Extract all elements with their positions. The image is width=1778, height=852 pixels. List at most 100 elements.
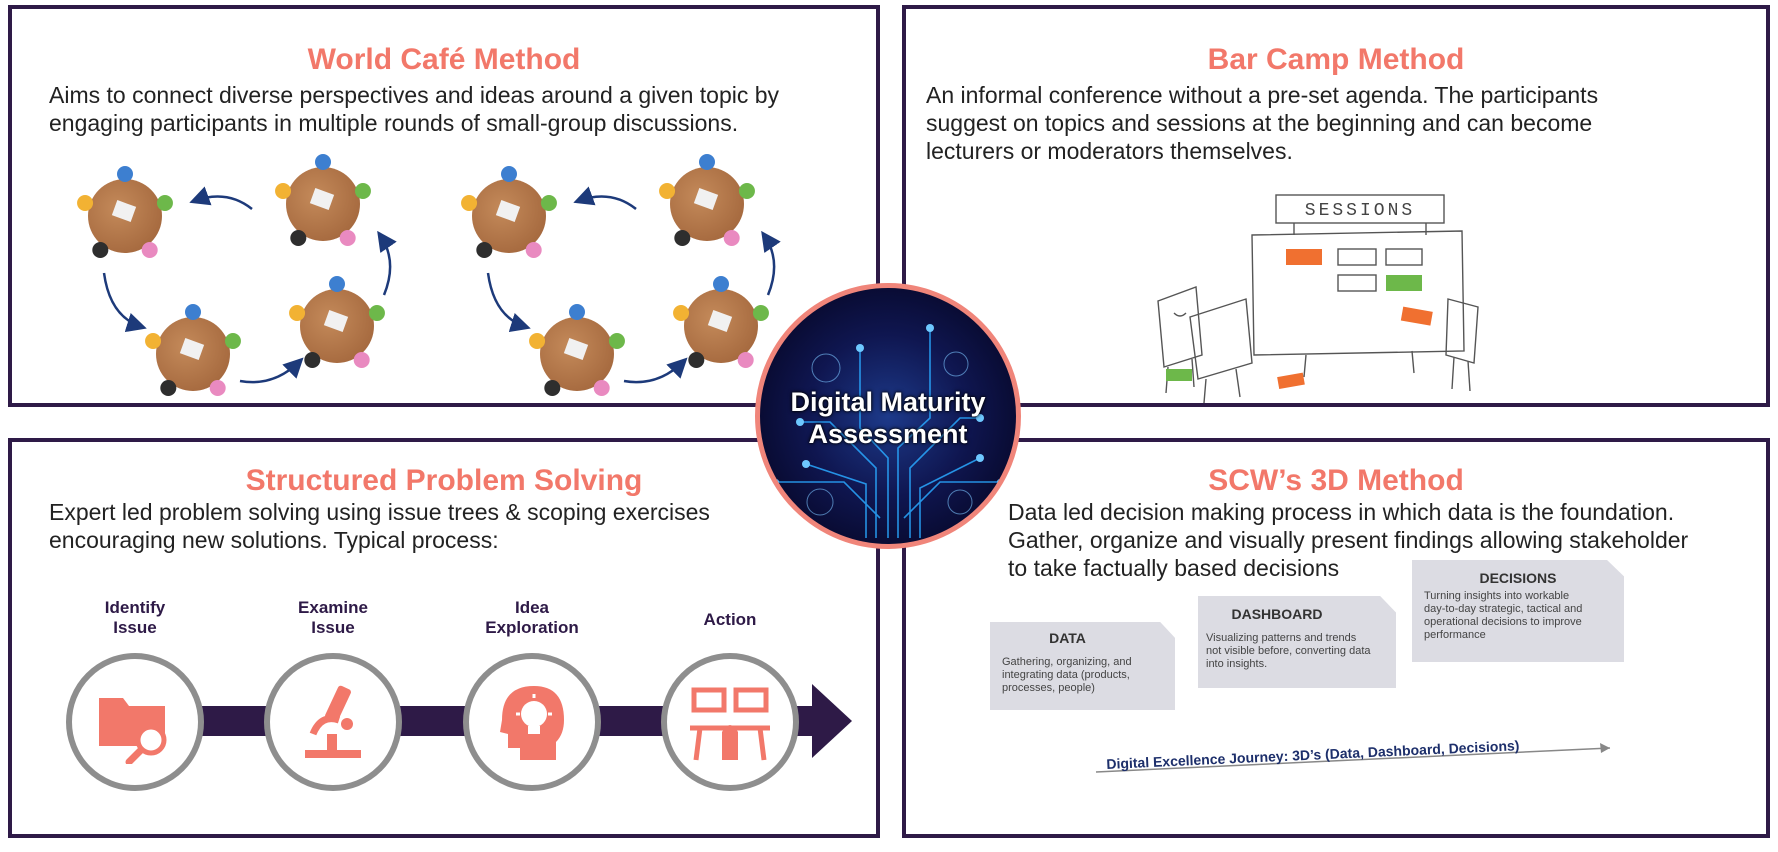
participant-seat: [540, 195, 557, 212]
scw-3d-method-panel: SCW’s 3D Method Data led decision making…: [902, 438, 1770, 838]
rotation-arrow: [377, 230, 397, 296]
participant-seat: [275, 183, 292, 200]
rotation-arrows: [77, 154, 781, 396]
rotation-arrow: [189, 186, 253, 210]
card-dashboard-title: DASHBOARD: [1231, 606, 1323, 622]
card-dashboard-text: Visualizing patterns and trends not visi…: [1206, 632, 1371, 670]
discussion-table: [156, 317, 230, 391]
participant-seat: [354, 183, 371, 200]
card-decisions: DECISIONS Turning insights into workable…: [1412, 560, 1624, 662]
participant-seat: [329, 276, 345, 292]
participant-seat: [224, 333, 241, 350]
rotation-arrow: [239, 357, 304, 384]
participant-seat: [185, 304, 201, 320]
participant-seat: [289, 305, 306, 322]
participant-seat: [476, 241, 493, 258]
discussion-table: [300, 289, 374, 363]
bar-camp-desc-line: lecturers or moderators themselves.: [926, 138, 1293, 164]
discussion-table: [540, 317, 614, 391]
participant-seat: [304, 351, 321, 368]
scw-desc-line: Data led decision making process in whic…: [1008, 499, 1675, 525]
card-data-title: DATA: [1049, 630, 1086, 646]
card-data: DATA Gathering, organizing, and integrat…: [990, 622, 1175, 710]
structured-desc-line: encouraging new solutions. Typical proce…: [49, 527, 499, 553]
world-cafe-desc-line: engaging participants in multiple rounds…: [49, 110, 739, 136]
participant-seat: [156, 195, 173, 212]
card-decisions-text: Turning insights into workable day-to-da…: [1424, 590, 1583, 641]
structured-description: Expert led problem solving using issue t…: [49, 498, 749, 554]
sessions-board-sketch: SESSIONS: [1157, 194, 1479, 403]
discussion-table: [472, 179, 546, 253]
participant-seat: [525, 241, 542, 258]
center-title: Digital Maturity Assessment: [790, 387, 986, 449]
participant-seat: [145, 333, 162, 350]
participant-seat: [290, 229, 307, 246]
participant-seat: [688, 351, 705, 368]
step-identify: [66, 653, 204, 791]
participant-figure: [1189, 298, 1253, 380]
step-examine: [264, 653, 402, 791]
card-dashboard: DASHBOARD Visualizing patterns and trend…: [1198, 596, 1396, 688]
participant-figure: [1445, 298, 1479, 364]
discussion-table: [670, 167, 744, 241]
scw-title: SCW’s 3D Method: [1208, 464, 1464, 497]
participant-seat: [659, 183, 676, 200]
participant-seat: [752, 305, 769, 322]
card-data-text: Gathering, organizing, and integrating d…: [1002, 656, 1132, 694]
session-card-orange: [1286, 249, 1322, 265]
session-card-green: [1386, 275, 1422, 291]
scw-desc-line: to take factually based decisions: [1008, 555, 1340, 581]
step-action: [661, 653, 799, 791]
session-card-orange: [1400, 306, 1433, 326]
participant-figure: [1157, 286, 1203, 368]
participant-seat: [501, 166, 517, 182]
session-card-orange: [1277, 372, 1305, 389]
bar-camp-description: An informal conference without a pre-set…: [926, 81, 1766, 165]
participant-seat: [608, 333, 625, 350]
card-decisions-title: DECISIONS: [1479, 570, 1557, 586]
rotation-arrow: [486, 272, 531, 333]
world-cafe-desc-line: Aims to connect diverse perspectives and…: [49, 82, 780, 108]
participant-seat: [77, 195, 94, 212]
participant-seat: [544, 379, 561, 396]
participant-seat: [738, 183, 755, 200]
participant-seat: [529, 333, 546, 350]
participant-seat: [339, 229, 356, 246]
discussion-table: [286, 167, 360, 241]
discussion-table: [684, 289, 758, 363]
participant-seat: [92, 241, 109, 258]
bar-camp-desc-line: suggest on topics and sessions at the be…: [926, 110, 1593, 136]
participant-seat: [674, 229, 691, 246]
world-cafe-panel: World Café Method Aims to connect divers…: [8, 5, 880, 407]
step-label-action: Action: [703, 610, 757, 629]
participant-seat: [353, 351, 370, 368]
bar-camp-title: Bar Camp Method: [1207, 43, 1465, 76]
session-card-green: [1166, 369, 1192, 381]
participant-seat: [713, 276, 729, 292]
sessions-sign: [1275, 194, 1445, 224]
bar-camp-desc-line: An informal conference without a pre-set…: [926, 82, 1599, 108]
discussion-table: [88, 179, 162, 253]
step-label-examine: Examine Issue: [298, 598, 368, 637]
rotation-arrow: [761, 230, 781, 296]
participant-seat: [209, 379, 226, 396]
participant-seat: [593, 379, 610, 396]
digital-maturity-badge: Digital Maturity Assessment: [755, 283, 1021, 549]
session-board: [1251, 230, 1465, 356]
participant-seat: [569, 304, 585, 320]
structured-desc-line: Expert led problem solving using issue t…: [49, 499, 710, 525]
structured-problem-solving-panel: Structured Problem Solving Expert led pr…: [8, 438, 880, 838]
world-cafe-description: Aims to connect diverse perspectives and…: [49, 81, 869, 137]
step-idea-exploration: [463, 653, 601, 791]
participant-seat: [461, 195, 478, 212]
participant-seat: [160, 379, 177, 396]
participant-seat: [368, 305, 385, 322]
folder-search-icon: [99, 698, 167, 764]
participant-seat: [117, 166, 133, 182]
participant-seat: [723, 229, 740, 246]
journey-arrow: [1095, 743, 1611, 773]
microscope-icon: [305, 685, 361, 758]
bar-camp-panel: Bar Camp Method An informal conference w…: [902, 5, 1770, 407]
sessions-sign-label: SESSIONS: [1305, 201, 1415, 221]
participant-seat: [737, 351, 754, 368]
